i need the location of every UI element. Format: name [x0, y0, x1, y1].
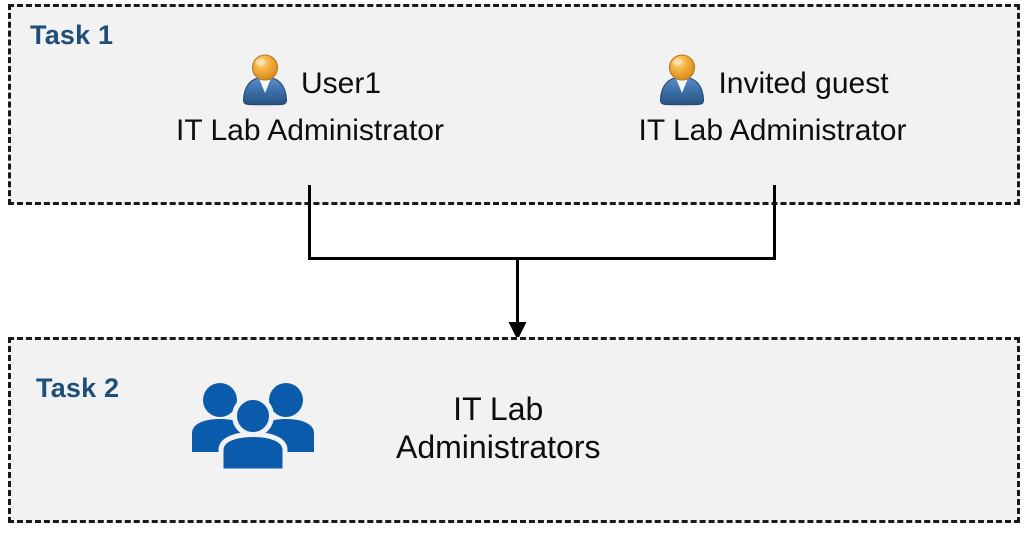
person-card-user1-header: User1: [130, 53, 490, 115]
group-name-line-1: IT Lab: [453, 390, 544, 427]
group-name: IT Lab Administrators: [396, 391, 601, 467]
group-of-users-icon: [190, 380, 316, 477]
task-2-box: [8, 337, 1020, 523]
user-icon: [239, 53, 291, 115]
group-card: IT Lab Administrators: [190, 380, 750, 477]
person-role: IT Lab Administrator: [176, 114, 444, 147]
task-1-box: [8, 4, 1020, 205]
task-1-label: Task 1: [30, 20, 114, 50]
user-icon: [656, 53, 708, 115]
person-card-user1: User1 IT Lab Administrator: [130, 53, 490, 148]
task-2-label: Task 2: [36, 373, 120, 403]
person-name: Invited guest: [718, 67, 889, 101]
person-name: User1: [300, 67, 382, 101]
person-card-invited-guest: Invited guest IT Lab Administrator: [585, 53, 960, 148]
person-card-invited-guest-header: Invited guest: [585, 53, 960, 115]
group-name-line-2: Administrators: [396, 428, 601, 465]
person-role: IT Lab Administrator: [638, 114, 907, 147]
